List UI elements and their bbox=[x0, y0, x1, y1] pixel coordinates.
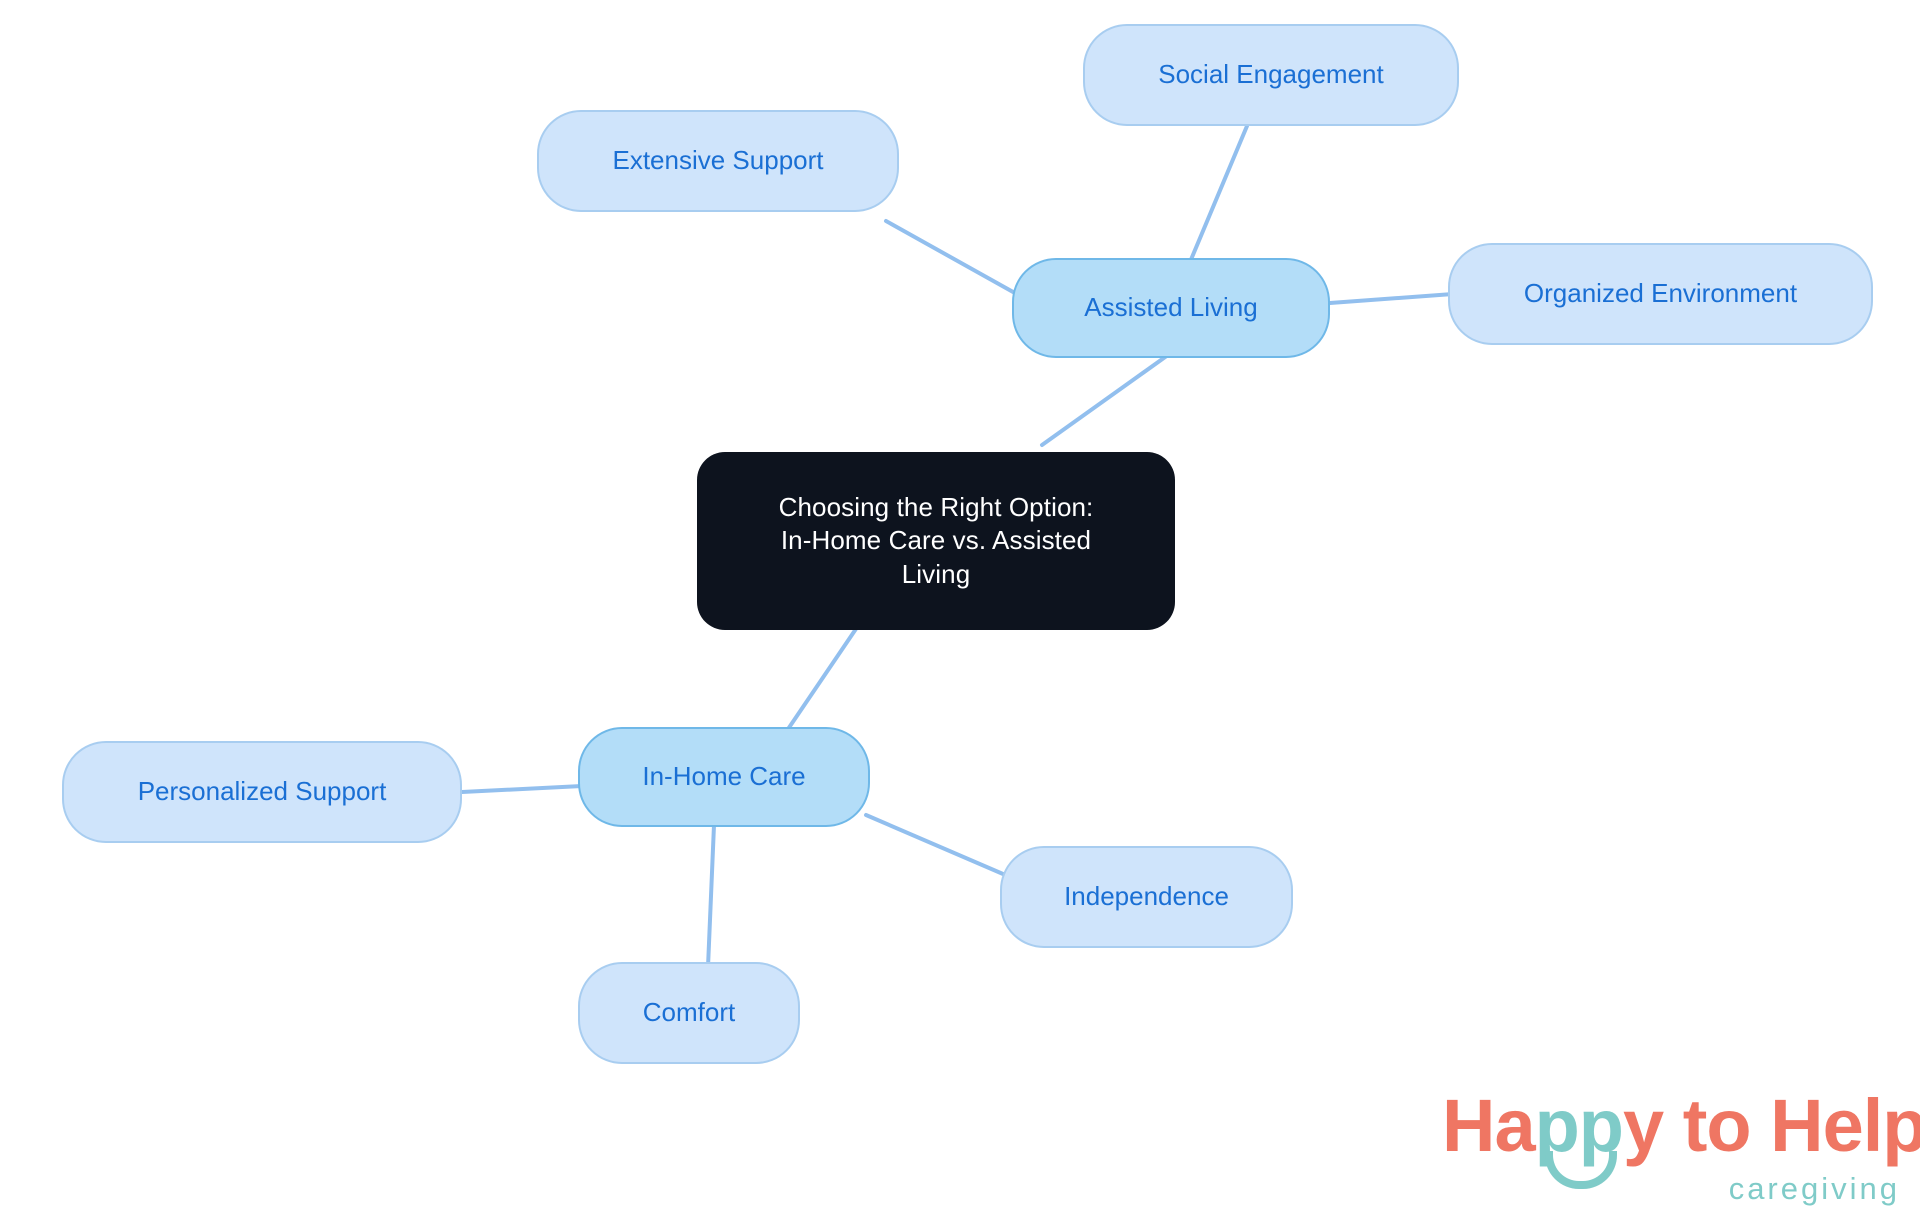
leaf-node-label: Extensive Support bbox=[612, 145, 824, 176]
logo-wordmark: Happy to Help bbox=[1442, 1089, 1920, 1163]
leaf-node-comfort[interactable]: Comfort bbox=[578, 962, 800, 1064]
leaf-node-label: Comfort bbox=[642, 997, 736, 1028]
root-node[interactable]: Choosing the Right Option: In-Home Care … bbox=[697, 452, 1175, 630]
logo-subtitle: caregiving bbox=[1728, 1171, 1900, 1206]
branch-node-label: In-Home Care bbox=[642, 761, 806, 792]
edge-in-home-care-personalized-support bbox=[460, 784, 584, 794]
leaf-node-personalized-support[interactable]: Personalized Support bbox=[62, 741, 462, 843]
root-node-label: Choosing the Right Option: In-Home Care … bbox=[778, 492, 1094, 589]
leaf-node-organized-environment[interactable]: Organized Environment bbox=[1448, 243, 1873, 345]
branch-node-label: Assisted Living bbox=[1084, 292, 1258, 323]
leaf-node-label: Independence bbox=[1064, 881, 1229, 912]
leaf-node-independence[interactable]: Independence bbox=[1000, 846, 1293, 948]
edge-assisted-living-organized-environment bbox=[1328, 292, 1455, 305]
edge-in-home-care-independence bbox=[864, 813, 1012, 879]
edge-assisted-living-social-engagement bbox=[1188, 124, 1249, 264]
edge-root-assisted-living bbox=[1040, 353, 1170, 447]
edge-in-home-care-comfort bbox=[706, 823, 716, 969]
edge-root-in-home-care bbox=[782, 618, 864, 737]
branch-node-assisted-living[interactable]: Assisted Living bbox=[1012, 258, 1330, 358]
logo-text-part2: pp bbox=[1534, 1084, 1624, 1167]
logo-text-part3: y to Help bbox=[1623, 1084, 1920, 1167]
logo-text-part1: Ha bbox=[1442, 1084, 1536, 1167]
leaf-node-label: Personalized Support bbox=[137, 776, 387, 807]
leaf-node-extensive-support[interactable]: Extensive Support bbox=[537, 110, 899, 212]
branch-node-in-home-care[interactable]: In-Home Care bbox=[578, 727, 870, 827]
leaf-node-social-engagement[interactable]: Social Engagement bbox=[1083, 24, 1459, 126]
leaf-node-label: Organized Environment bbox=[1523, 278, 1798, 309]
edge-assisted-living-extensive-support bbox=[884, 219, 1024, 299]
leaf-node-label: Social Engagement bbox=[1158, 59, 1384, 90]
smile-arc-icon bbox=[1545, 1151, 1617, 1189]
brand-logo: Happy to Help caregiving bbox=[1442, 1089, 1920, 1209]
